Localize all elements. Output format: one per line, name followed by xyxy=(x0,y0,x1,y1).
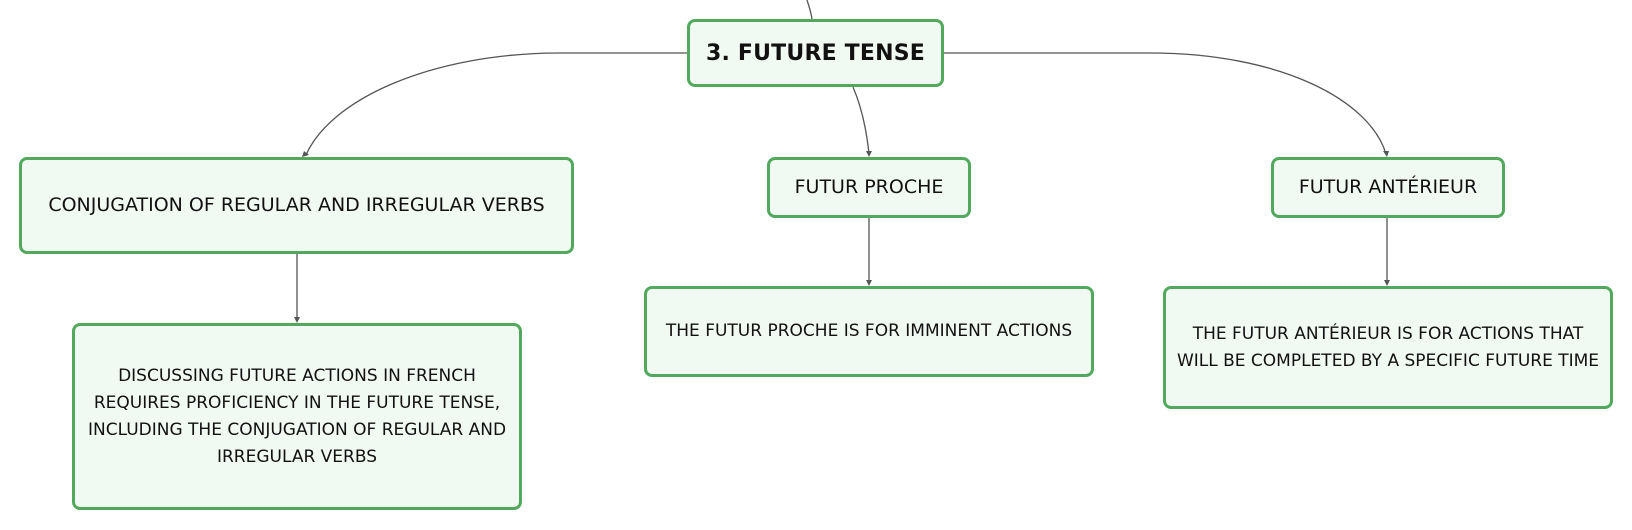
node-futur-proche-label: FUTUR PROCHE xyxy=(794,176,944,199)
node-futur-anterieur-label: FUTUR ANTÉRIEUR xyxy=(1298,176,1478,199)
node-future-tense[interactable]: 3. FUTURE TENSE xyxy=(687,19,944,87)
node-futur-proche[interactable]: FUTUR PROCHE xyxy=(767,157,971,218)
connector-root-to-futur-proche xyxy=(852,86,870,155)
node-futur-anterieur-detail[interactable]: THE FUTUR ANTÉRIEUR IS FOR ACTIONS THAT … xyxy=(1163,286,1613,409)
connector-incoming-to-root xyxy=(806,0,813,20)
node-conjugation[interactable]: CONJUGATION OF REGULAR AND IRREGULAR VER… xyxy=(19,157,574,254)
node-future-tense-label: 3. FUTURE TENSE xyxy=(705,40,926,66)
connector-root-to-futur-anterieur xyxy=(944,52,1387,155)
node-conjugation-label: CONJUGATION OF REGULAR AND IRREGULAR VER… xyxy=(48,194,545,217)
node-futur-anterieur-detail-text: THE FUTUR ANTÉRIEUR IS FOR ACTIONS THAT … xyxy=(1176,323,1600,371)
node-conjugation-detail[interactable]: DISCUSSING FUTURE ACTIONS IN FRENCH REQU… xyxy=(72,323,522,510)
node-futur-proche-detail-text: THE FUTUR PROCHE IS FOR IMMINENT ACTIONS xyxy=(665,321,1073,341)
node-conjugation-detail-text: DISCUSSING FUTURE ACTIONS IN FRENCH REQU… xyxy=(87,365,507,467)
connector-root-to-conjugation xyxy=(305,52,687,156)
node-futur-anterieur[interactable]: FUTUR ANTÉRIEUR xyxy=(1271,157,1505,218)
node-futur-proche-detail[interactable]: THE FUTUR PROCHE IS FOR IMMINENT ACTIONS xyxy=(644,286,1094,377)
